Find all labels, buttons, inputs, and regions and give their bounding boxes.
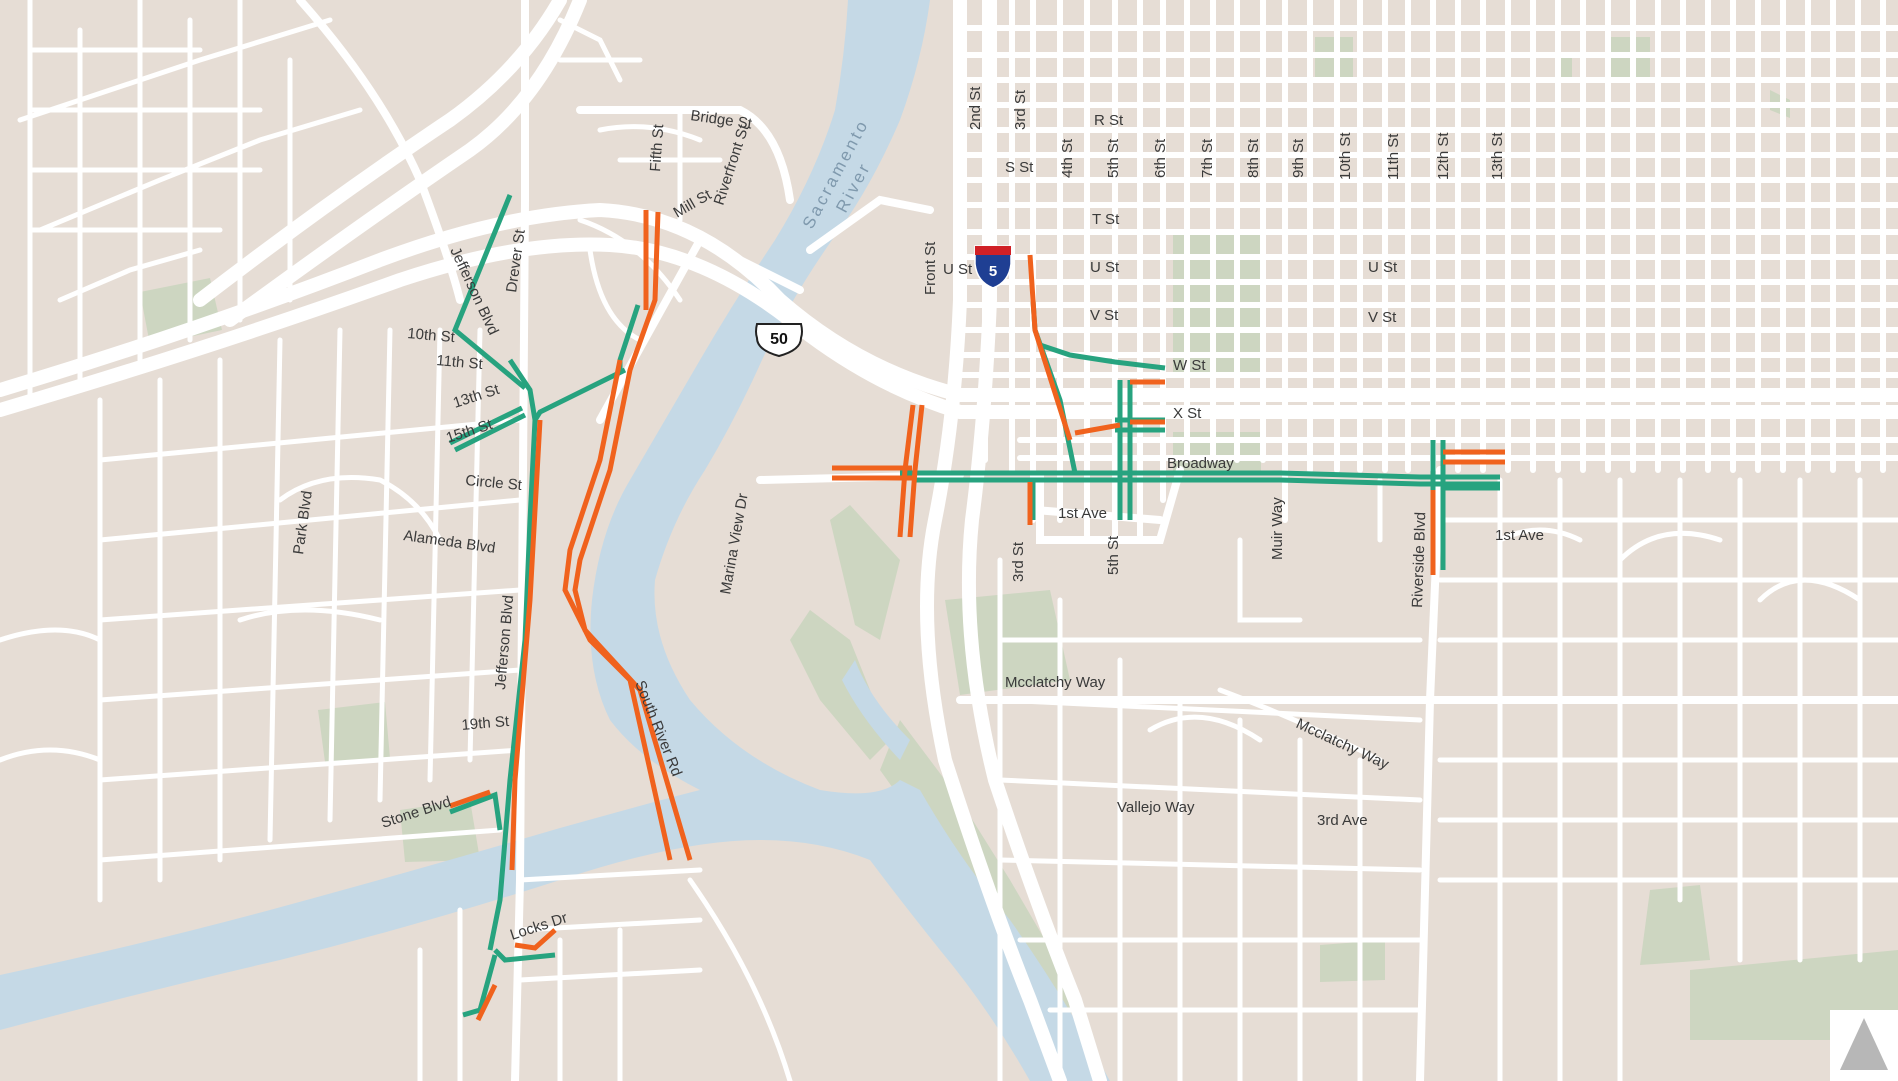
- lane-orange-group: [449, 210, 1505, 1022]
- label-broadway: Broadway: [1167, 455, 1234, 472]
- label-11th-st-e: 11th St: [1385, 133, 1402, 180]
- label-muir-way: Muir Way: [1269, 497, 1286, 560]
- label-vallejo-way: Vallejo Way: [1117, 799, 1195, 816]
- label-1st-ave-e: 1st Ave: [1495, 527, 1544, 544]
- lane-orange-5th-x: [1074, 422, 1121, 436]
- label-u-st: U St: [1090, 259, 1120, 276]
- label-u-st-front: U St: [943, 261, 973, 278]
- label-riverside-blvd: Riverside Blvd: [1409, 512, 1429, 608]
- lane-green-5th-ramp: [532, 367, 627, 422]
- label-x-st: X St: [1173, 405, 1202, 422]
- label-9th-st: 9th St: [1290, 138, 1307, 178]
- label-v-st-e: V St: [1368, 309, 1397, 326]
- lane-orange-front-st-b: [907, 404, 925, 538]
- label-t-st: T St: [1092, 211, 1120, 228]
- lane-green-broadway: [912, 470, 1500, 480]
- lane-orange-locks: [514, 928, 557, 951]
- lane-green-15th: [453, 412, 527, 453]
- label-6th-st: 6th St: [1152, 138, 1169, 178]
- label-11th-st: 11th St: [436, 352, 485, 373]
- lane-green-stone-s: [449, 791, 503, 831]
- north-arrow-badge[interactable]: [1830, 1010, 1898, 1081]
- label-5th-st-s: 5th St: [1105, 535, 1122, 575]
- label-8th-st: 8th St: [1245, 138, 1262, 178]
- label-v-st: V St: [1090, 307, 1119, 324]
- label-10th-st: 10th St: [407, 325, 457, 346]
- label-3rd-st-s: 3rd St: [1010, 541, 1027, 582]
- label-3rd-st-n: 3rd St: [1012, 89, 1029, 130]
- lane-green-11th-jefferson: [487, 358, 538, 951]
- sacramento-river-water: [0, 0, 1110, 1081]
- label-front-st: Front St: [922, 241, 939, 295]
- north-arrow-icon: [1840, 1018, 1888, 1070]
- lane-green-w-st: [1039, 342, 1166, 371]
- label-5th-st-n: 5th St: [1105, 138, 1122, 178]
- project-lane-overlays: [448, 194, 1505, 1022]
- lane-orange-stone: [449, 789, 491, 809]
- us-50-label: 50: [770, 331, 788, 348]
- lane-green-south-end: [462, 954, 498, 1018]
- label-mcclatchy-way-1: Mcclatchy Way: [1005, 674, 1106, 691]
- label-fifth-st: Fifth St: [647, 123, 667, 172]
- lane-orange-3rd-ramp: [1027, 254, 1073, 441]
- lane-green-broadway-b: [912, 477, 1500, 487]
- label-2nd-st: 2nd St: [967, 86, 984, 130]
- label-r-st: R St: [1094, 112, 1124, 129]
- i-5-label: 5: [989, 263, 997, 280]
- label-7th-st: 7th St: [1199, 138, 1216, 178]
- label-w-st: W St: [1173, 357, 1206, 374]
- lane-orange-jefferson: [509, 419, 543, 871]
- lane-orange-south-river-rd: [562, 359, 673, 861]
- lane-orange-locks-south: [475, 983, 498, 1022]
- lane-green-jefferson-north: [451, 194, 527, 390]
- label-u-st-e: U St: [1368, 259, 1398, 276]
- lane-green-15th-b: [448, 405, 524, 446]
- label-1st-ave-w: 1st Ave: [1058, 505, 1107, 522]
- label-13th-st-e: 13th St: [1489, 132, 1506, 180]
- lane-green-locks: [493, 948, 556, 963]
- label-12th-st: 12th St: [1435, 132, 1452, 180]
- i-5-shield: 5: [974, 245, 1012, 289]
- us-50-shield: 50: [755, 323, 803, 358]
- label-4th-st: 4th St: [1059, 138, 1076, 178]
- label-3rd-ave: 3rd Ave: [1317, 812, 1368, 829]
- label-s-st: S St: [1005, 159, 1034, 176]
- label-10th-st-e: 10th St: [1337, 132, 1354, 180]
- label-19th-st: 19th St: [461, 713, 511, 734]
- label-circle-st: Circle St: [465, 472, 524, 494]
